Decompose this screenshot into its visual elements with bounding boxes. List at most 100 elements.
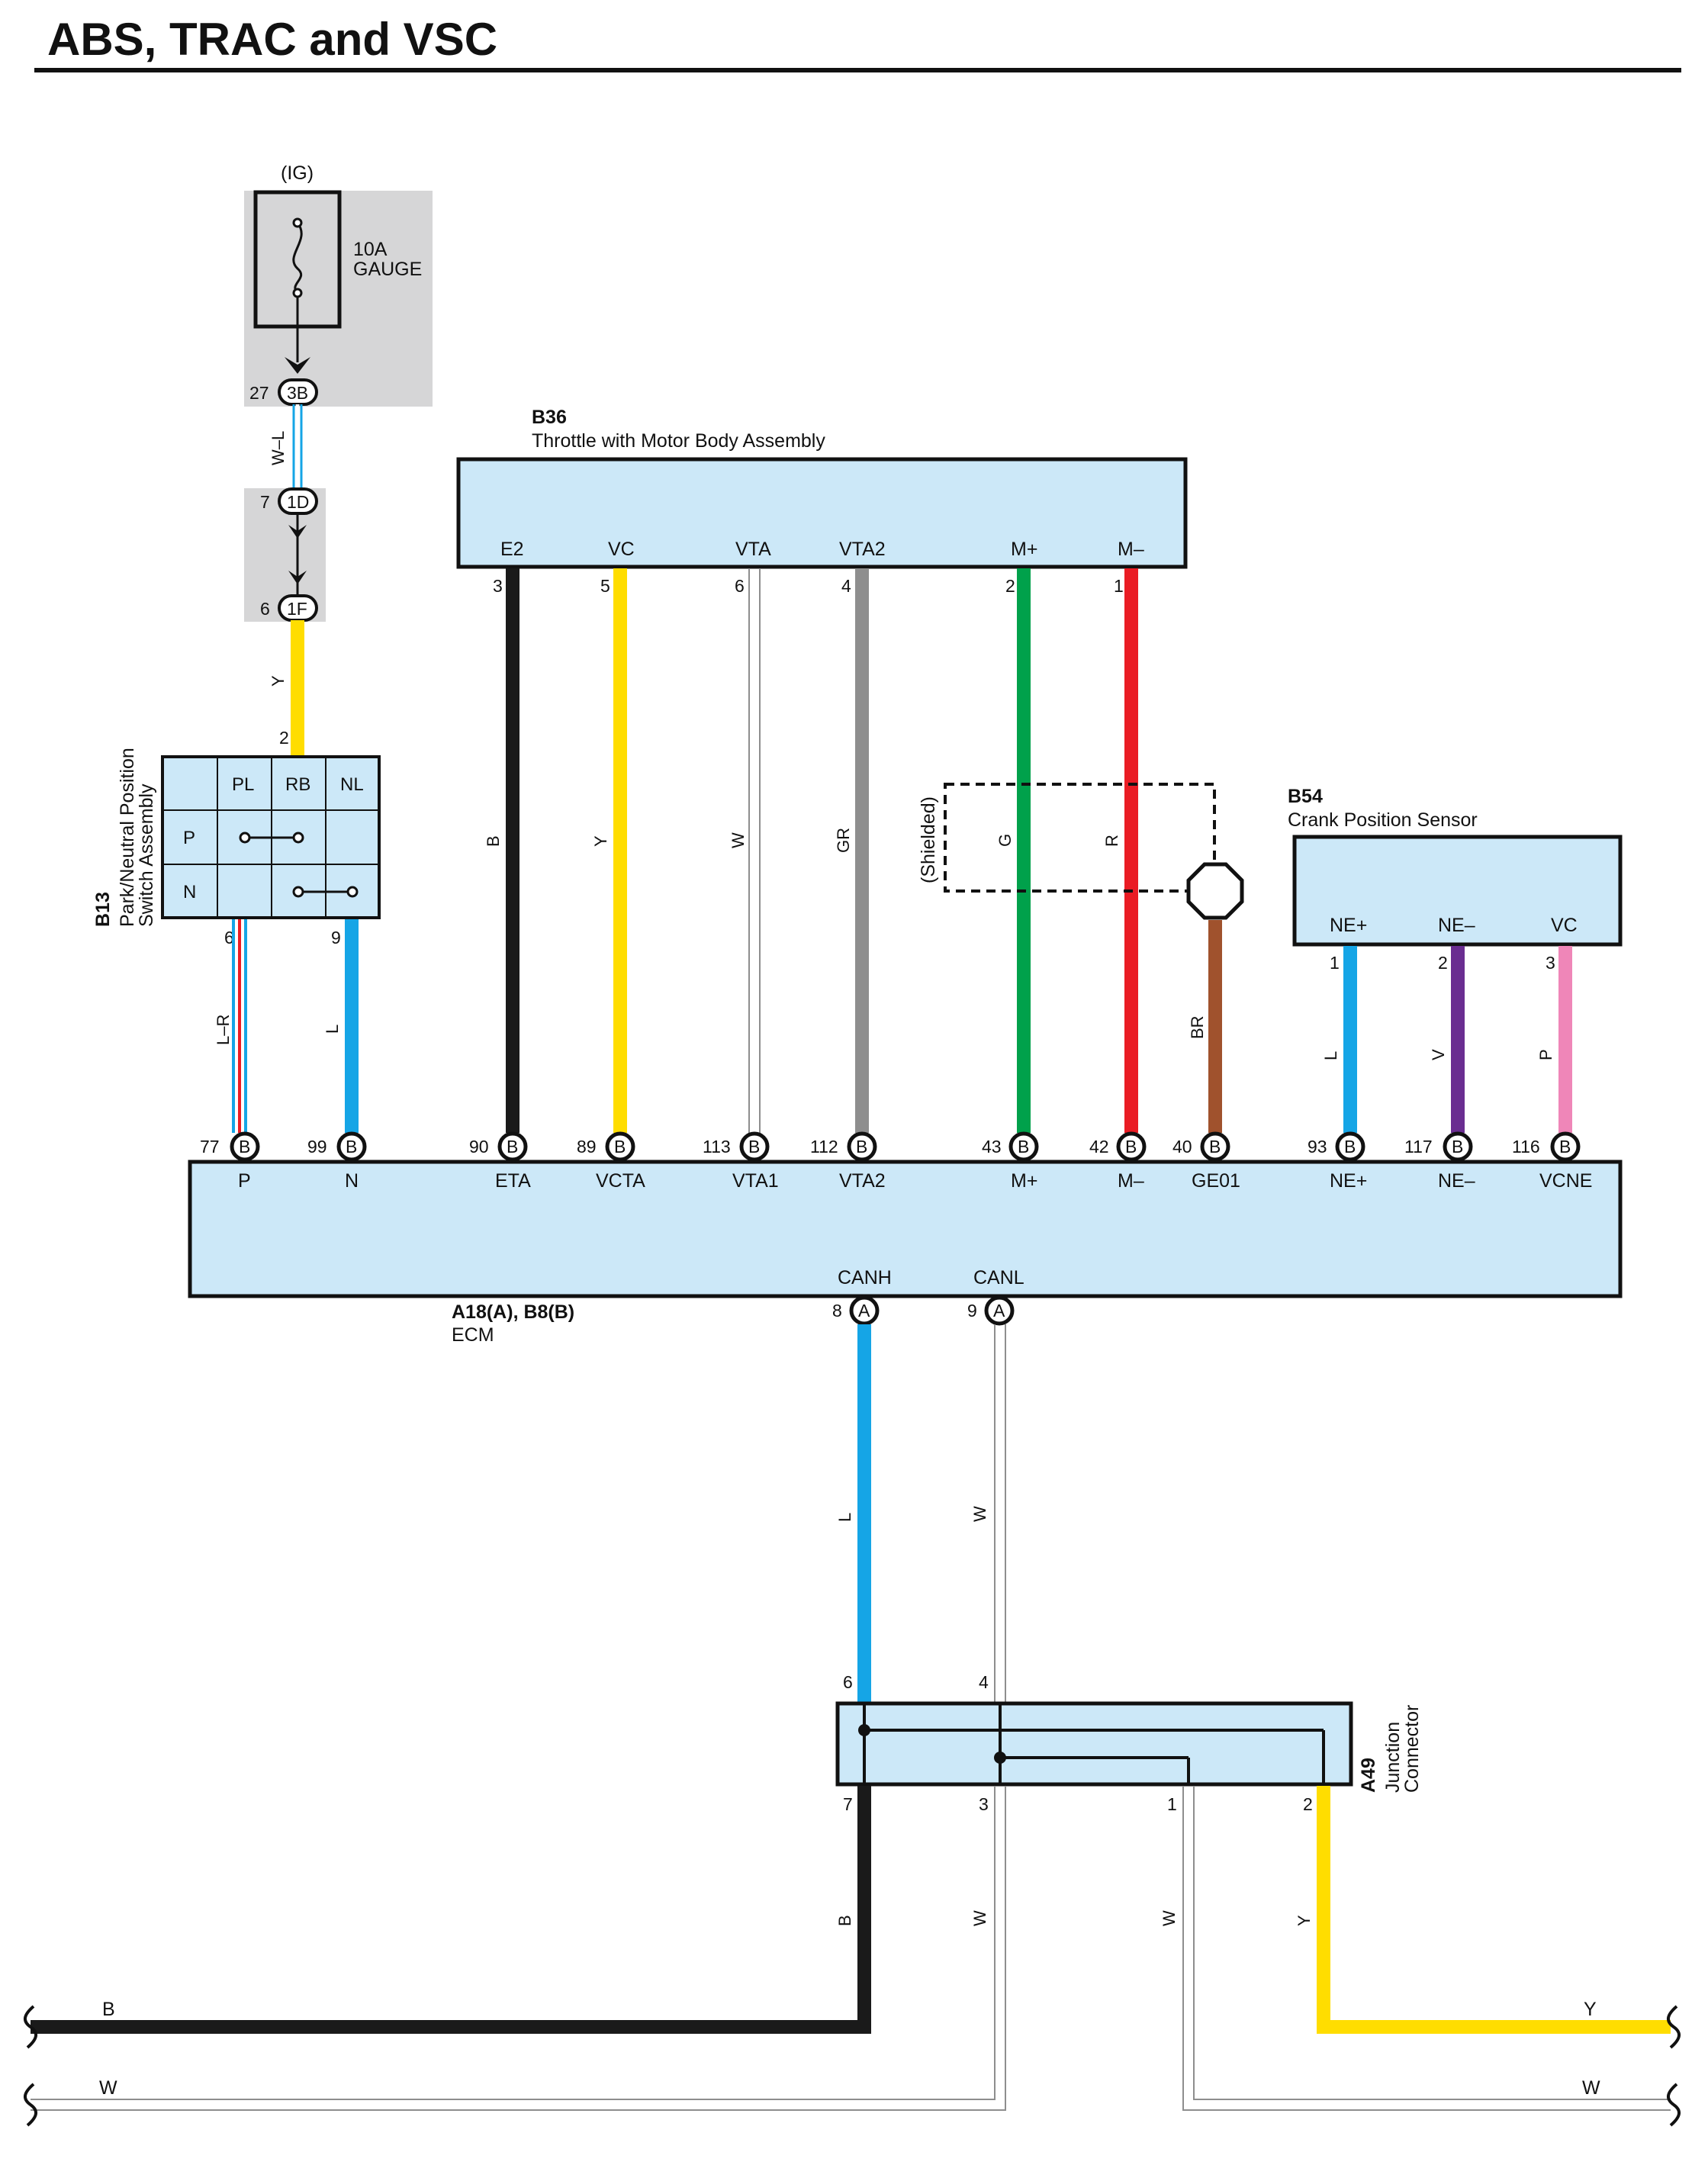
b13-pin-9: 9 — [331, 928, 341, 947]
ecm-term-pin: 43 — [982, 1137, 1002, 1156]
b54-term-neplus: NE+ — [1330, 915, 1367, 936]
fuse-name: GAUGE — [353, 259, 422, 280]
wire-label-b-e2: B — [484, 835, 503, 847]
wire-label-v: V — [1429, 1049, 1448, 1060]
connector-1d-code: 1D — [287, 492, 309, 512]
ecm-term-label: P — [238, 1170, 251, 1192]
page-title: ABS, TRAC and VSC — [47, 14, 497, 65]
wire-label-b-out: B — [835, 1915, 854, 1926]
ecm-term-pin: 89 — [577, 1137, 597, 1156]
shielded-label: (Shielded) — [918, 796, 939, 883]
ecm-term-conn: B — [1125, 1137, 1137, 1156]
wire-label-r: R — [1102, 835, 1121, 847]
wire-label-l-r: L–R — [214, 1015, 233, 1045]
ecm-term-conn: B — [1344, 1137, 1356, 1156]
b13-col-nl: NL — [340, 774, 364, 795]
bus-label-w-right: W — [1582, 2077, 1600, 2099]
ecm-terminal: B 89 VCTA — [577, 1131, 645, 1192]
a49-code: A49 — [1358, 1758, 1379, 1793]
b13-pin-in: 2 — [279, 728, 289, 748]
ecm-terminal: B 99 N — [307, 1131, 367, 1192]
ecm-term-conn: B — [856, 1137, 867, 1156]
wire-break-icon — [1667, 2005, 1681, 2049]
ecm-term-label: VCTA — [596, 1170, 645, 1192]
shield: (Shielded) BR — [918, 783, 1244, 1133]
wire-label-w-canl: W — [970, 1506, 989, 1522]
ecm-term-label: M– — [1118, 1170, 1144, 1192]
bus-label-y-right: Y — [1584, 1999, 1597, 2020]
ecm-can-terminal-canl: CANL A 9 — [967, 1267, 1024, 1326]
ecm-term-label: VTA2 — [839, 1170, 886, 1192]
ecm-term-label: NE+ — [1330, 1170, 1367, 1192]
b13-wires: L–R L — [214, 919, 359, 1133]
wire-label-w-vta: W — [729, 832, 748, 848]
ecm-terminal: B 116 VCNE — [1512, 1131, 1592, 1192]
bus-label-b-left: B — [102, 1999, 115, 2020]
b36-code: B36 — [532, 407, 567, 428]
can-label-canl: CANL — [973, 1267, 1024, 1288]
ecm-box — [188, 1160, 1623, 1298]
wire-label-w-l: W–L — [269, 431, 288, 465]
ecm-term-pin: 113 — [703, 1137, 731, 1156]
ecm-terminal: B 117 NE– — [1404, 1131, 1475, 1192]
ecm-term-pin: 117 — [1404, 1137, 1433, 1156]
ecm-terminal: B 113 VTA1 — [703, 1131, 779, 1192]
ecm-terminal: B 43 M+ — [982, 1131, 1039, 1192]
fuse-element-icon — [292, 222, 303, 294]
b13-col-rb: RB — [285, 774, 310, 795]
b36-pin-3: 3 — [493, 576, 503, 596]
ecm-term-label: GE01 — [1192, 1170, 1240, 1192]
wire-label-y-fuse: Y — [269, 675, 288, 687]
fuse-block: (IG) 10A GAUGE 3B 27 W–L 1D 7 1F 6 Y — [244, 162, 433, 755]
b54-pin-2: 2 — [1438, 953, 1448, 973]
b54-pin-1: 1 — [1330, 953, 1340, 973]
connector-3b-pin: 27 — [249, 383, 269, 403]
ecm: A18(A), B8(B) ECM — [188, 1160, 1623, 1346]
b36-pin-4: 4 — [841, 576, 851, 596]
ecm-term-conn: B — [1452, 1137, 1463, 1156]
ecm-term-pin: 112 — [810, 1137, 838, 1156]
ecm-term-pin: 90 — [469, 1137, 489, 1156]
b13-row-n: N — [183, 882, 196, 902]
fuse-arrow-icon — [285, 357, 310, 374]
wire-label-p: P — [1536, 1049, 1555, 1060]
ecm-term-conn: B — [507, 1137, 518, 1156]
ecm-term-label: M+ — [1011, 1170, 1037, 1192]
fuse-circuit-label: (IG) — [281, 162, 314, 184]
b36-pin-2: 2 — [1005, 576, 1015, 596]
wire-label-w-out1: W — [1160, 1910, 1179, 1926]
ecm-term-conn: B — [1559, 1137, 1571, 1156]
b54-term-neminus: NE– — [1438, 915, 1475, 936]
b36-wires: B Y W GR G R — [484, 568, 1138, 1133]
b13-pin-6: 6 — [224, 928, 234, 947]
wire-label-y-out: Y — [1295, 1915, 1314, 1926]
b36-term-mminus: M– — [1118, 539, 1144, 560]
b36-box — [456, 457, 1188, 569]
ecm-terminal: B 90 ETA — [469, 1131, 531, 1192]
ecm-term-conn: B — [1209, 1137, 1221, 1156]
wire-label-l-canh: L — [835, 1513, 854, 1522]
b54-pin-3: 3 — [1546, 953, 1555, 973]
b36-term-mplus: M+ — [1011, 539, 1037, 560]
ecm-can-terminal-canh: CANH A 8 — [832, 1267, 892, 1326]
ecm-term-conn: B — [1018, 1137, 1029, 1156]
b13-col-pl: PL — [232, 774, 254, 795]
a49-pin-7: 7 — [843, 1794, 853, 1814]
b36-throttle: B36 Throttle with Motor Body Assembly E2… — [456, 407, 1188, 596]
b36-term-e2: E2 — [500, 539, 524, 560]
a49-pin-3: 3 — [979, 1794, 989, 1814]
ecm-terminal: B 40 GE01 — [1172, 1131, 1240, 1192]
wire-break-icon — [24, 2083, 37, 2127]
ecm-code: A18(A), B8(B) — [452, 1301, 574, 1323]
ecm-term-label: N — [345, 1170, 359, 1192]
ecm-term-conn: B — [614, 1137, 626, 1156]
wire-label-y-vc: Y — [591, 835, 610, 847]
b54-term-vc: VC — [1551, 915, 1578, 936]
can-conn-canh: A — [858, 1301, 870, 1321]
b13-switch: 2 PL RB NL P N B13 Park/Neutral Position… — [92, 728, 381, 947]
b13-name-1: Park/Neutral Position — [117, 748, 138, 927]
b13-name-2: Switch Assembly — [136, 783, 157, 927]
b54-code: B54 — [1288, 786, 1323, 807]
shield-dashed-box — [944, 783, 1216, 893]
b54-sensor: B54 Crank Position Sensor NE+ NE– VC 1 2… — [1288, 786, 1623, 1133]
